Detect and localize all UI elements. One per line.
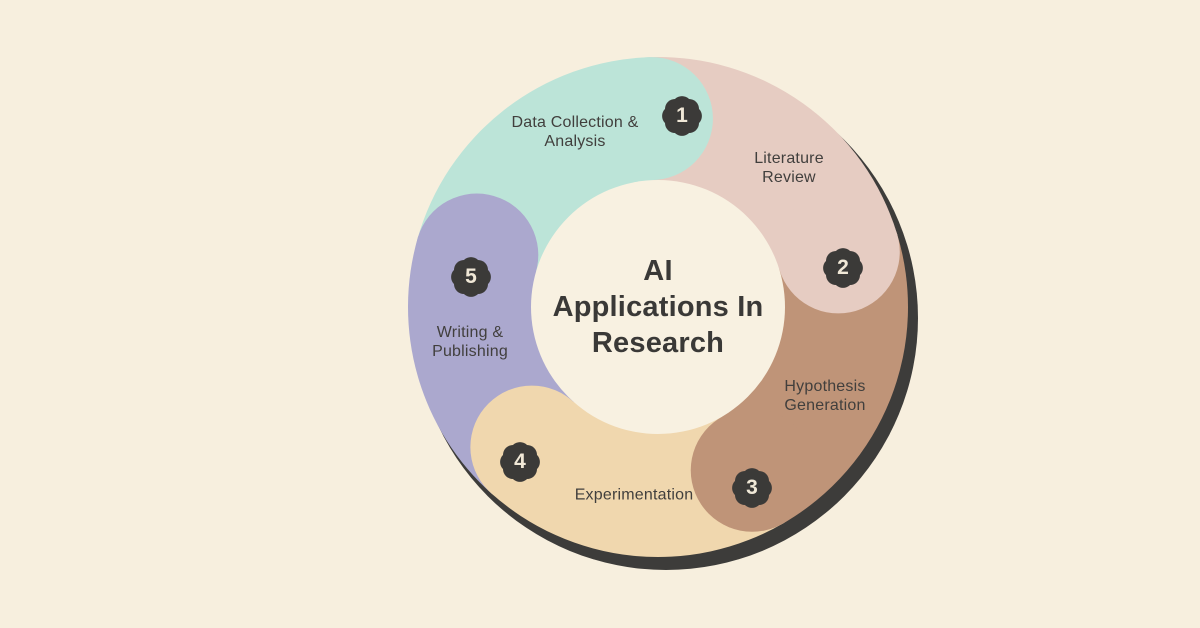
segment-label-experimentation: Experimentation [574,486,694,504]
step-badge-4: 4 [496,438,544,486]
step-number-4: 4 [514,450,526,473]
step-badge-3: 3 [728,464,776,512]
segment-cap-1 [589,57,713,181]
diagram-title: AI Applications In Research [552,255,764,359]
step-number-2: 2 [837,256,849,279]
step-badge-5: 5 [447,253,495,301]
step-badge-1: 1 [658,92,706,140]
step-badge-2: 2 [819,244,867,292]
step-number-1: 1 [676,104,688,127]
segment-label-literature-review: Literature Review [754,150,824,186]
segment-label-hypothesis-generation: Hypothesis Generation [784,378,866,414]
segment-label-data-collection-analysis: Data Collection & Analysis [511,114,639,150]
step-number-3: 3 [746,476,758,499]
segment-label-writing-publishing: Writing & Publishing [432,324,508,360]
center-circle [531,180,785,434]
step-number-5: 5 [465,265,477,288]
